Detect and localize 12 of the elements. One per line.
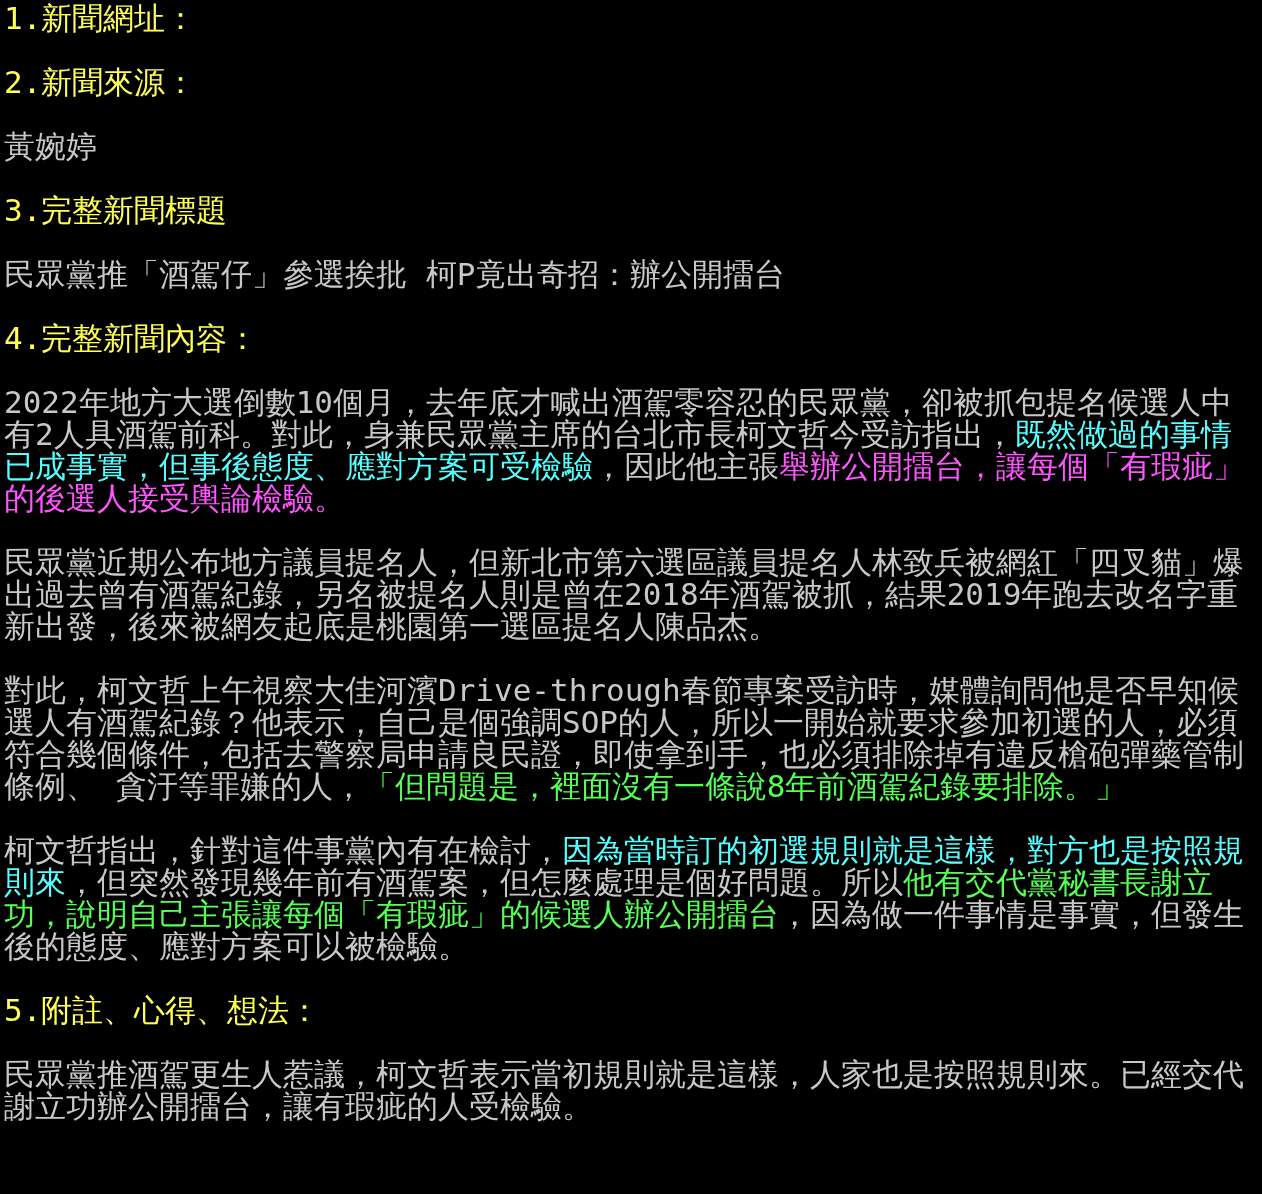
paragraph-text: 民眾黨推酒駕更生人惹議，柯文哲表示當初規則就是這樣，人家也是按照規則來。已經交代謝立功辦公開擂台，讓有瑕疵的人受檢驗。 xyxy=(4,1058,1245,1122)
section-heading: 5.附註、心得、想法： xyxy=(4,994,322,1026)
paragraph-text: 柯文哲指出，針對這件事黨內有在檢討，因為當時訂的初選規則就是這樣，對方也是按照規則來，但突然發現幾年前有酒駕案，但怎麼處理是個好問題。所以他有交代黨秘書長謝立功，說明自己主張讓每個「有瑕疵」的候選人辦公開擂台，因為做一件事情是事實，但發生後的態度、應對方案可以被檢驗。 xyxy=(4,834,1245,962)
paragraph-text: 黃婉婷 xyxy=(4,130,98,162)
paragraph-text: 民眾黨推「酒駕仔」參選挨批 柯P竟出奇招：辦公開擂台 xyxy=(4,258,787,290)
paragraph-text: 2022年地方大選倒數10個月，去年底才喊出酒駕零容忍的民眾黨，卻被抓包提名候選人中有2人具酒駕前科。對此，身兼民眾黨主席的台北市長柯文哲今受訪指出，既然做過的事情已成事實，但事後態度、應對方案可受檢驗，因此他主張舉辦公開擂台，讓每個「有瑕疵」的後選人接受輿論檢驗。 xyxy=(4,386,1245,514)
paragraph-text: 民眾黨近期公布地方議員提名人，但新北市第六選區議員提名人林致兵被網紅「四叉貓」爆出過去曾有酒駕紀錄，另名被提名人則是曾在2018年酒駕被抓，結果2019年跑去改名字重新出發，後來被網友起底是桃園第一選區提名人陳品杰。 xyxy=(4,546,1245,642)
section-heading: 3.完整新聞標題 xyxy=(4,194,229,226)
paragraph-text: 對此，柯文哲上午視察大佳河濱Drive-through春節專案受訪時，媒體詢問他是否早知候選人有酒駕紀錄？他表示，自己是個強調SOP的人，所以一開始就要求參加初選的人，必須符合幾個條件，包括去警察局申請良民證，即使拿到手，也必須排除掉有違反槍砲彈藥管制條例、 貪汙等罪嫌的人，「但問題是，裡面沒有一條說8年前酒駕紀錄要排除。」 xyxy=(4,674,1245,802)
section-heading: 1.新聞網址： xyxy=(4,2,198,34)
section-heading: 2.新聞來源： xyxy=(4,66,198,98)
section-heading: 4.完整新聞內容： xyxy=(4,322,260,354)
